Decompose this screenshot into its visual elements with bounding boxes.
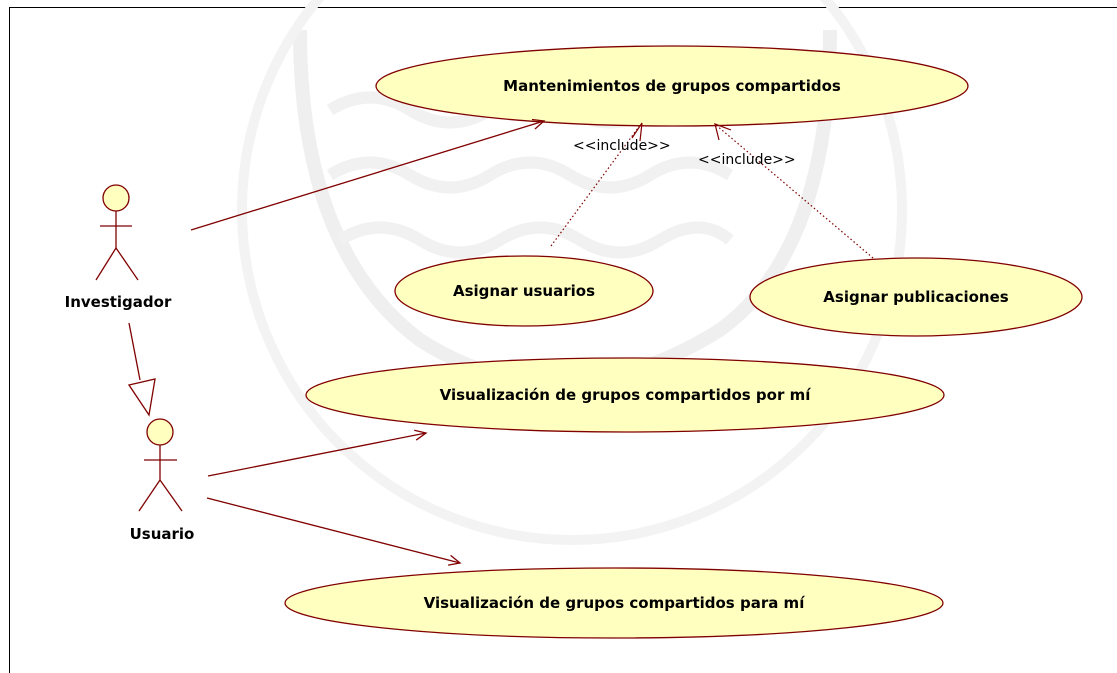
actor-investigador-label: Investigador [65, 293, 172, 311]
generalization-investigador-usuario[interactable] [127, 322, 156, 417]
use-case-visualizacion-por-mi[interactable]: Visualización de grupos compartidos por … [305, 357, 945, 433]
use-case-mantenimientos[interactable]: Mantenimientos de grupos compartidos [375, 45, 969, 127]
use-case-visualizacion-para-mi[interactable]: Visualización de grupos compartidos para… [284, 567, 944, 639]
diagram-frame [9, 7, 1117, 673]
actor-usuario[interactable]: Usuario [130, 418, 195, 543]
use-case-asignar-publicaciones[interactable]: Asignar publicaciones [749, 257, 1083, 337]
include-label-1: <<include>> [573, 138, 671, 154]
association-investigador-mantenimientos[interactable] [190, 118, 546, 231]
association-usuario-visualizacion-por-mi[interactable] [207, 429, 428, 477]
use-case-asignar-publicaciones-label: Asignar publicaciones [823, 288, 1008, 306]
use-case-mantenimientos-label: Mantenimientos de grupos compartidos [503, 77, 841, 95]
association-usuario-visualizacion-para-mi[interactable] [206, 497, 462, 566]
include-label-2: <<include>> [698, 152, 796, 168]
use-case-visualizacion-para-mi-label: Visualización de grupos compartidos para… [424, 594, 806, 612]
actor-usuario-label: Usuario [130, 525, 195, 543]
use-case-visualizacion-por-mi-label: Visualización de grupos compartidos por … [440, 386, 812, 404]
actor-investigador[interactable]: Investigador [65, 184, 172, 311]
include-asignar-publicaciones[interactable]: <<include>> [698, 123, 874, 259]
include-asignar-usuarios[interactable]: <<include>> [550, 122, 671, 247]
use-case-asignar-usuarios-label: Asignar usuarios [453, 282, 595, 300]
use-case-asignar-usuarios[interactable]: Asignar usuarios [394, 255, 654, 327]
